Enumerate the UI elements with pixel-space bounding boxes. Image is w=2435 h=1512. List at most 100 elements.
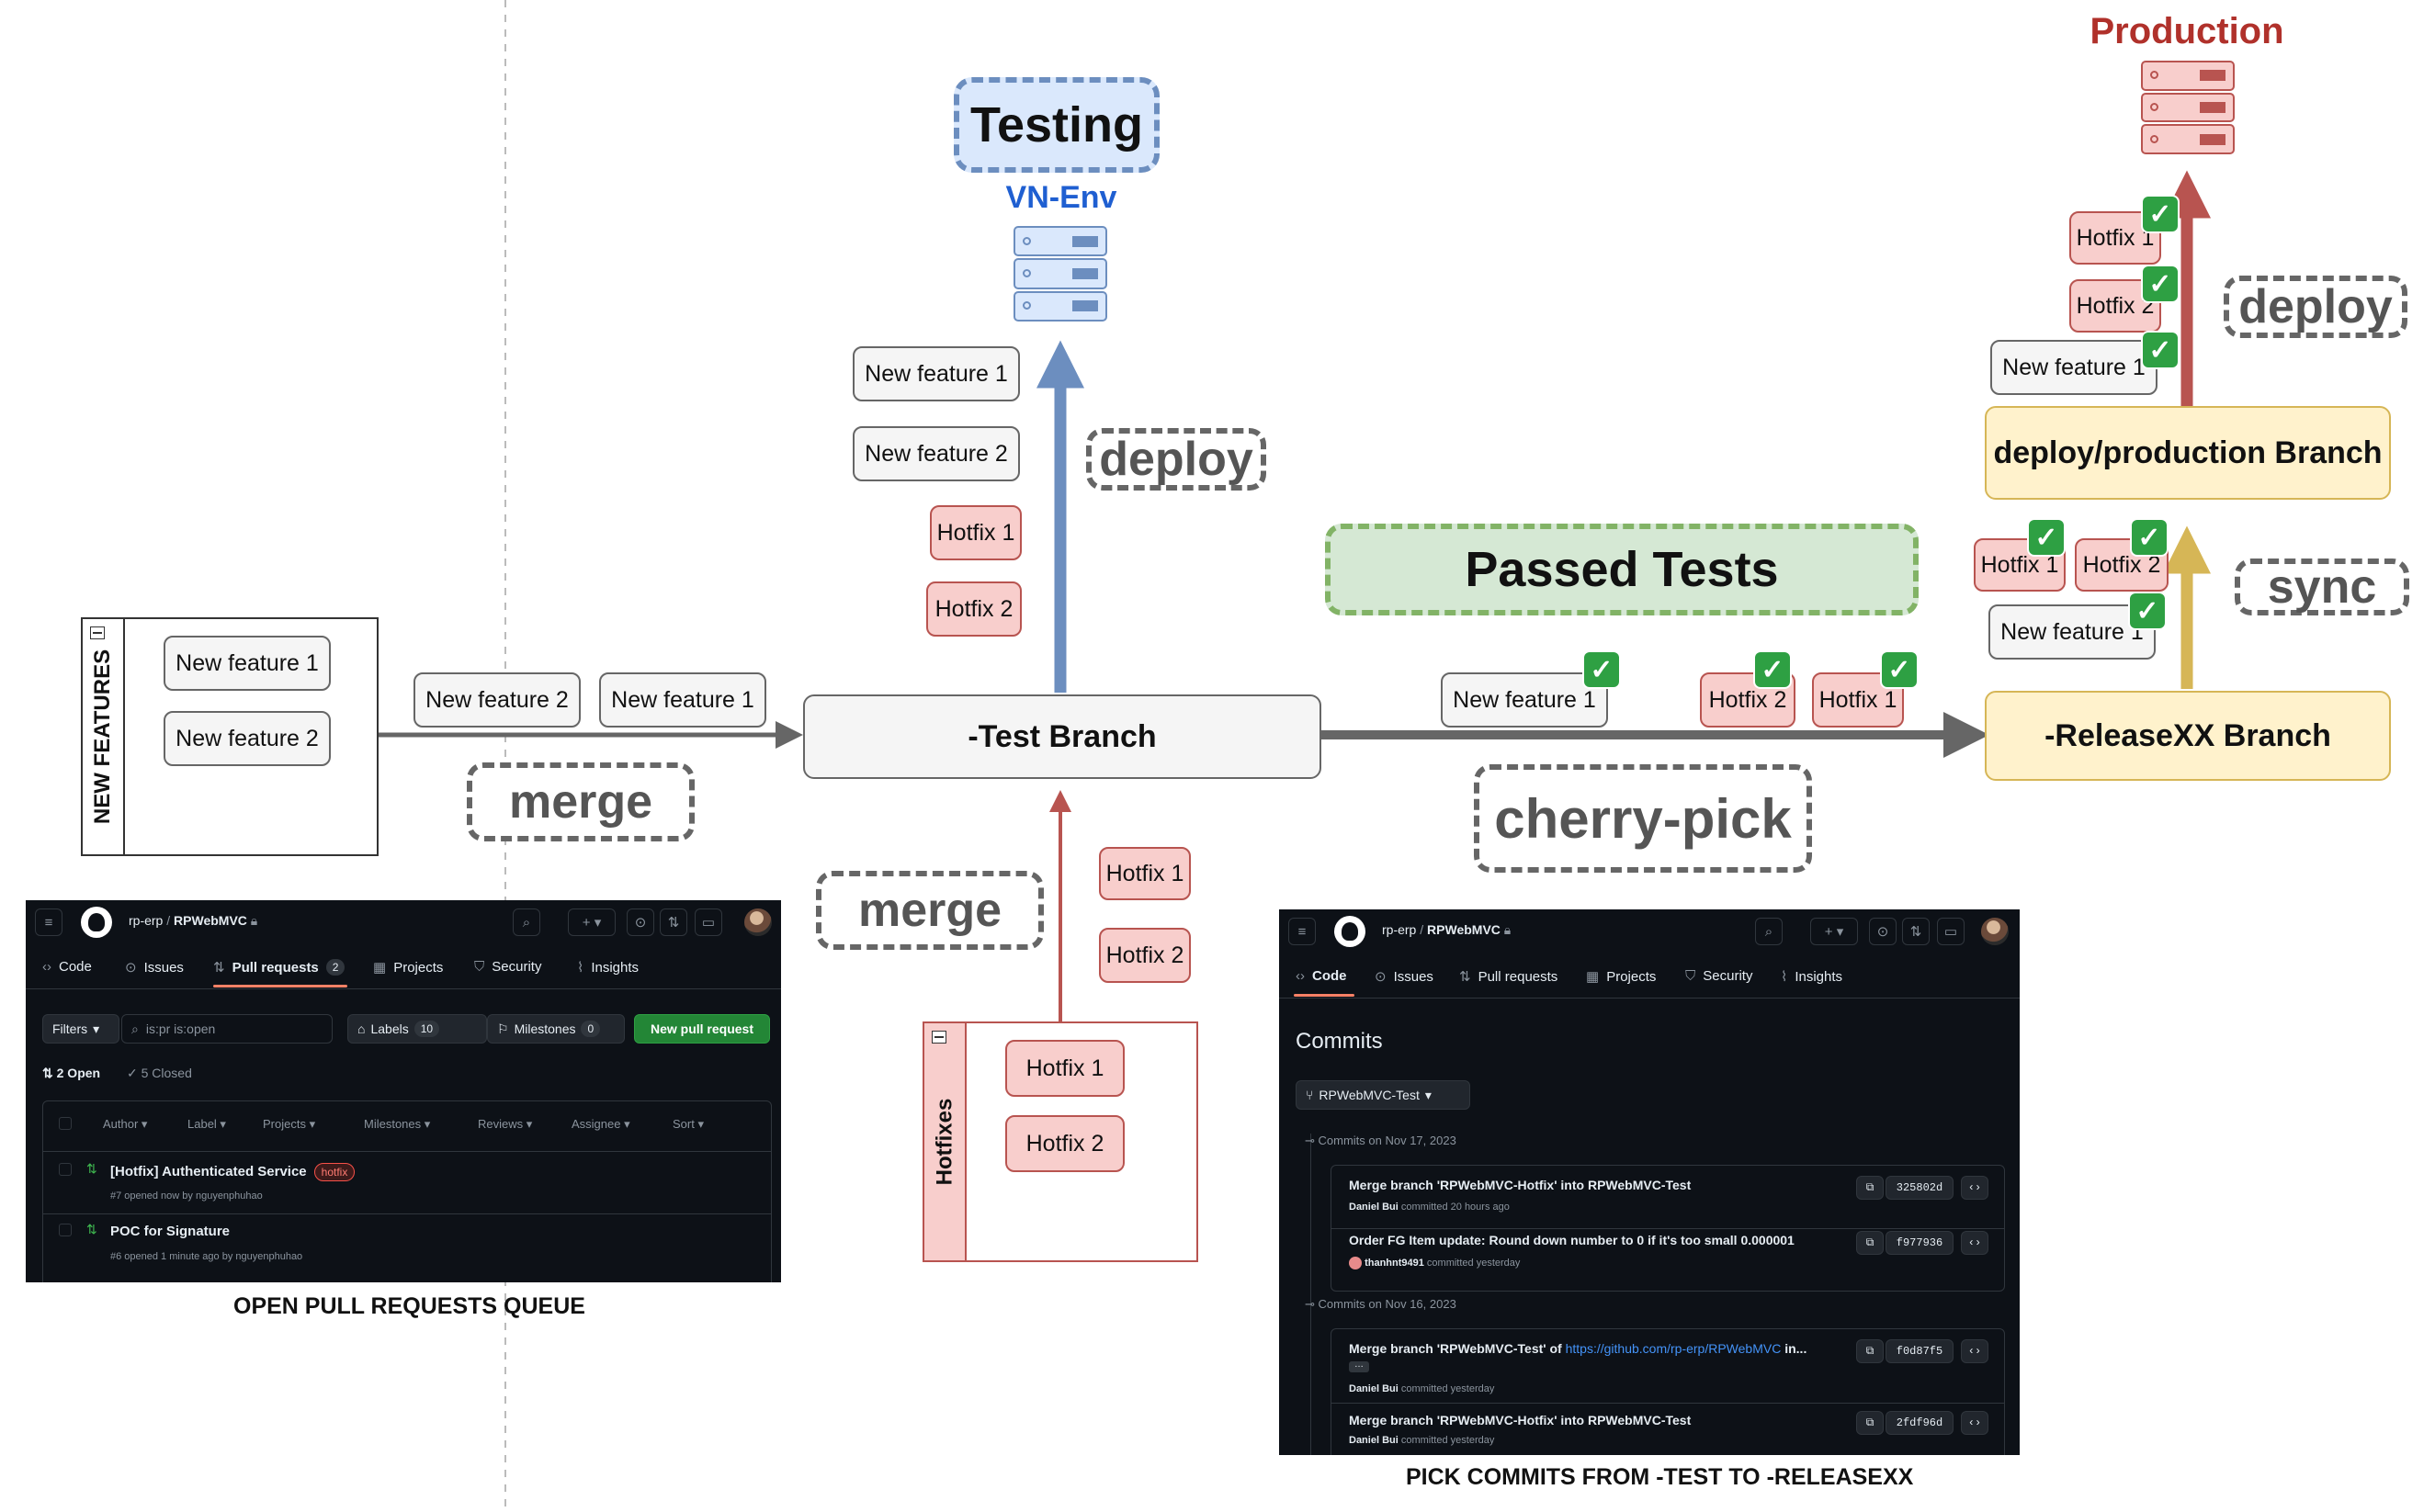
select-all-checkbox[interactable] xyxy=(59,1117,72,1130)
issues-icon-button[interactable]: ⊙ xyxy=(1869,918,1897,945)
commit-message[interactable]: Merge branch 'RPWebMVC-Hotfix' into RPWe… xyxy=(1349,1413,1692,1427)
commit-author[interactable]: Daniel Bui xyxy=(1349,1383,1399,1394)
author-filter[interactable]: Author ▾ xyxy=(103,1117,148,1131)
table-row[interactable]: POC for Signature xyxy=(110,1224,230,1239)
sort-filter[interactable]: Sort ▾ xyxy=(673,1117,704,1131)
hamburger-menu-button[interactable]: ≡ xyxy=(1288,918,1316,945)
label-filter[interactable]: Label ▾ xyxy=(187,1117,226,1131)
browse-code-button[interactable]: ‹› xyxy=(1961,1176,1988,1200)
collapse-icon[interactable] xyxy=(90,626,105,639)
repo-link[interactable]: RPWebMVC xyxy=(174,913,247,928)
new-pull-request-button[interactable]: New pull request xyxy=(634,1014,770,1044)
issues-icon-button[interactable]: ⊙ xyxy=(627,908,654,936)
tab-label: Security xyxy=(492,959,542,975)
filters-button[interactable]: Filters▾ xyxy=(42,1014,119,1044)
commit-sha-button[interactable]: f0d87f5 xyxy=(1886,1339,1954,1363)
pull-requests-icon-button[interactable]: ⇅ xyxy=(1902,918,1930,945)
author-avatar[interactable] xyxy=(1349,1257,1362,1269)
copy-sha-button[interactable]: ⧉ xyxy=(1856,1231,1884,1255)
tab-insights[interactable]: ⌇Insights xyxy=(1781,968,1842,986)
github-logo-icon[interactable] xyxy=(81,907,112,938)
commit-author-line: Daniel Bui committed 20 hours ago xyxy=(1349,1202,1510,1213)
github-logo-icon[interactable] xyxy=(1334,916,1365,947)
testing-server-icon xyxy=(1014,226,1107,322)
commit-message[interactable]: Merge branch 'RPWebMVC-Hotfix' into RPWe… xyxy=(1349,1178,1692,1192)
branch-selector[interactable]: ⑂RPWebMVC-Test▾ xyxy=(1296,1080,1470,1110)
reviews-filter[interactable]: Reviews ▾ xyxy=(478,1117,533,1131)
avatar[interactable] xyxy=(744,908,772,936)
repo-link[interactable]: RPWebMVC xyxy=(1427,922,1501,937)
tab-insights[interactable]: ⌇Insights xyxy=(577,959,639,976)
commit-link[interactable]: https://github.com/rp-erp/RPWebMVC xyxy=(1565,1341,1782,1356)
new-features-header: NEW FEATURES xyxy=(83,619,125,854)
commit-sha-button[interactable]: 325802d xyxy=(1886,1176,1954,1200)
tab-code[interactable]: ‹›Code xyxy=(42,959,92,975)
release-branch: -ReleaseXX Branch xyxy=(1985,691,2391,781)
row-checkbox[interactable] xyxy=(59,1224,72,1236)
merge-features-label: merge xyxy=(467,762,695,841)
closed-prs-filter[interactable]: ✓ 5 Closed xyxy=(127,1066,192,1081)
org-link[interactable]: rp-erp xyxy=(129,913,164,928)
commit-message[interactable]: Order FG Item update: Round down number … xyxy=(1349,1233,1795,1247)
testing-deploy-chip: New feature 1 xyxy=(853,346,1020,401)
chevron-down-icon: ▾ xyxy=(1424,1087,1432,1102)
commit-sha-button[interactable]: 2fdf96d xyxy=(1886,1411,1954,1435)
inbox-button[interactable]: ▭ xyxy=(1937,918,1965,945)
search-button[interactable]: ⌕ xyxy=(513,908,540,936)
avatar[interactable] xyxy=(1981,918,2009,945)
tab-code[interactable]: ‹›Code xyxy=(1296,968,1347,984)
pr-list xyxy=(42,1100,772,1282)
org-link[interactable]: rp-erp xyxy=(1382,922,1417,937)
tab-pull-requests[interactable]: ⇅Pull requests xyxy=(1459,968,1557,986)
tab-security[interactable]: ⛉Security xyxy=(1685,968,1752,984)
table-row[interactable]: [Hotfix] Authenticated Service hotfix xyxy=(110,1163,356,1181)
commits-screenshot: ≡ rp-erp / RPWebMVC 🔒︎ ⌕ + ▾ ⊙ ⇅ ▭ ‹›Cod… xyxy=(1279,909,2020,1455)
sync-label: sync xyxy=(2235,559,2409,615)
tab-projects[interactable]: ▦Projects xyxy=(1586,968,1656,986)
projects-filter[interactable]: Projects ▾ xyxy=(263,1117,316,1131)
pr-title[interactable]: POC for Signature xyxy=(110,1224,231,1239)
open-prs-filter[interactable]: ⇅ 2 Open xyxy=(42,1066,100,1081)
commit-author[interactable]: Daniel Bui xyxy=(1349,1435,1399,1446)
browse-code-button[interactable]: ‹› xyxy=(1961,1231,1988,1255)
assignee-filter[interactable]: Assignee ▾ xyxy=(572,1117,630,1131)
pull-requests-icon-button[interactable]: ⇅ xyxy=(660,908,687,936)
commit-author[interactable]: thanhnt9491 xyxy=(1365,1257,1424,1269)
create-new-button[interactable]: + ▾ xyxy=(568,908,616,936)
collapse-icon[interactable] xyxy=(932,1031,946,1044)
tab-projects[interactable]: ▦Projects xyxy=(373,959,443,976)
create-new-button[interactable]: + ▾ xyxy=(1810,918,1858,945)
new-feature-item: New feature 1 xyxy=(164,636,331,691)
search-button[interactable]: ⌕ xyxy=(1755,918,1783,945)
tab-issues[interactable]: ⊙Issues xyxy=(125,959,184,976)
hotfix-item: Hotfix 2 xyxy=(1005,1115,1125,1172)
pr-title[interactable]: [Hotfix] Authenticated Service xyxy=(110,1164,307,1179)
copy-sha-button[interactable]: ⧉ xyxy=(1856,1176,1884,1200)
commit-sha-button[interactable]: f977936 xyxy=(1886,1231,1954,1255)
hamburger-menu-button[interactable]: ≡ xyxy=(35,908,62,936)
testing-title: Testing xyxy=(970,97,1143,152)
inbox-button[interactable]: ▭ xyxy=(695,908,722,936)
milestones-filter[interactable]: Milestones ▾ xyxy=(364,1117,431,1131)
commit-message[interactable]: Merge branch 'RPWebMVC-Test' of https://… xyxy=(1349,1341,1807,1356)
expand-message-button[interactable]: … xyxy=(1349,1360,1369,1372)
commit-dot-icon: ⊸ xyxy=(1305,1297,1319,1311)
search-input[interactable]: ⌕is:pr is:open xyxy=(121,1014,333,1044)
cherry-pick-chip: New feature 1 xyxy=(1441,672,1608,728)
tab-security[interactable]: ⛉Security xyxy=(474,959,541,975)
hotfix-label-badge[interactable]: hotfix xyxy=(313,1163,356,1181)
divider xyxy=(1331,1403,2004,1404)
branch-icon: ⑂ xyxy=(1306,1088,1314,1102)
tab-issues[interactable]: ⊙Issues xyxy=(1375,968,1433,986)
copy-sha-button[interactable]: ⧉ xyxy=(1856,1339,1884,1363)
copy-sha-button[interactable]: ⧉ xyxy=(1856,1411,1884,1435)
commit-author[interactable]: Daniel Bui xyxy=(1349,1202,1399,1213)
check-icon: ✓ xyxy=(1882,652,1917,687)
browse-code-button[interactable]: ‹› xyxy=(1961,1339,1988,1363)
browse-code-button[interactable]: ‹› xyxy=(1961,1411,1988,1435)
page-title: Commits xyxy=(1296,1029,1383,1054)
row-checkbox[interactable] xyxy=(59,1163,72,1176)
